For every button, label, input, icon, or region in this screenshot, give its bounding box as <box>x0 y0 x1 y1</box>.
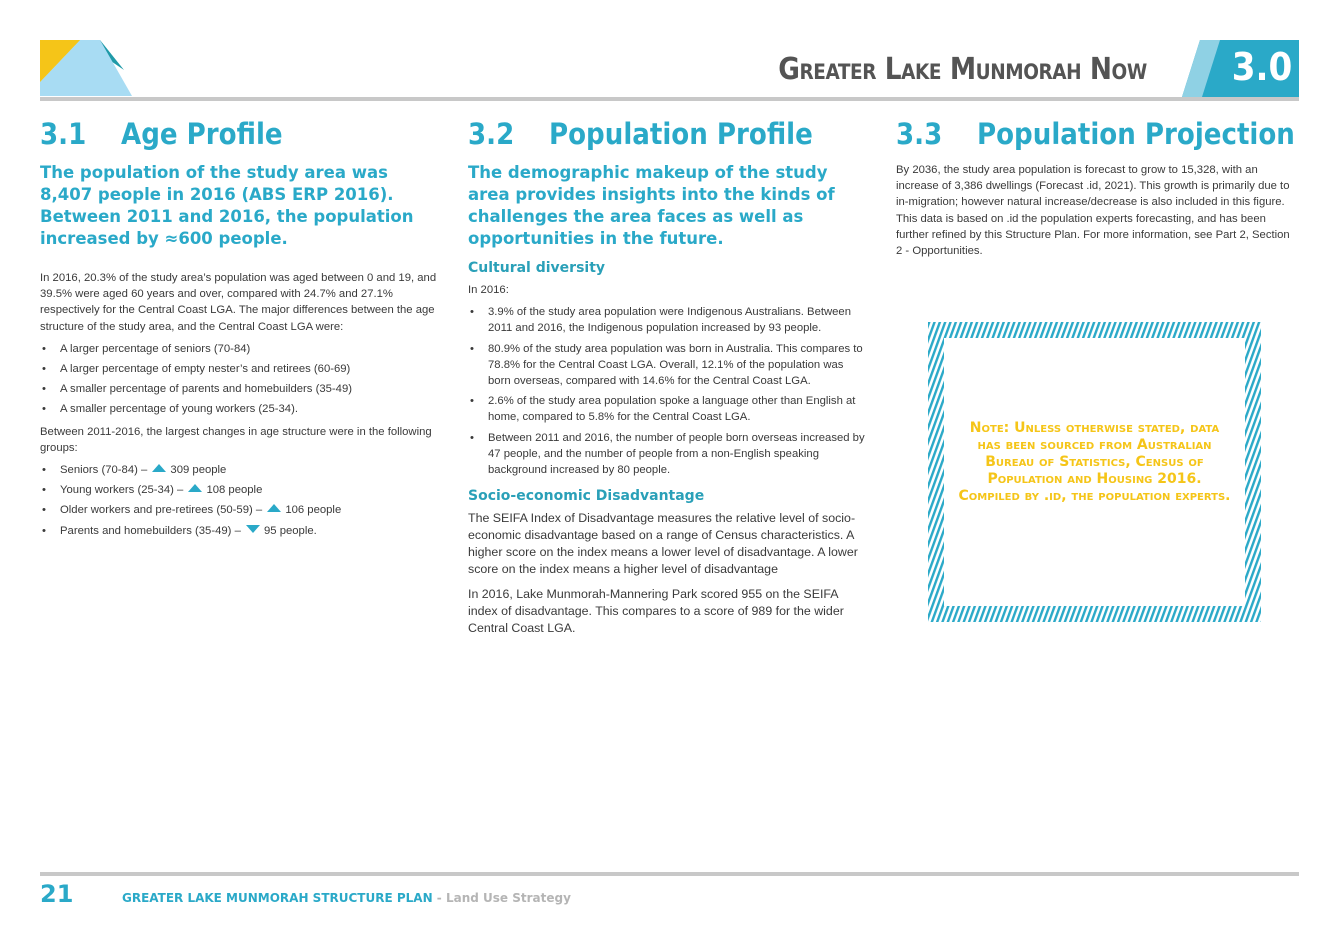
age-differences-list: A larger percentage of seniors (70-84) A… <box>40 341 438 418</box>
list-item: 80.9% of the study area population was b… <box>468 341 868 390</box>
section-number: 3.0 <box>1231 45 1293 89</box>
note-text: Note: Unless otherwise stated, data has … <box>958 420 1231 504</box>
age-changes-paragraph: Between 2011-2016, the largest changes i… <box>40 425 432 454</box>
list-item: Between 2011 and 2016, the number of peo… <box>468 430 868 479</box>
cultural-diversity-heading: Cultural diversity <box>468 260 606 276</box>
age-profile-lead: The population of the study area was 8,4… <box>40 163 414 248</box>
list-item: A smaller percentage of young workers (2… <box>40 401 438 417</box>
list-item: Seniors (70-84) – 309 people <box>40 462 438 478</box>
page-number: 21 <box>40 880 74 908</box>
list-item: Older workers and pre-retirees (50-59) –… <box>40 502 438 518</box>
section-badge <box>1182 40 1299 97</box>
triangle-up-icon <box>188 484 203 493</box>
logo-mark <box>40 40 132 96</box>
list-item: 3.9% of the study area population were I… <box>468 304 868 336</box>
triangle-up-icon <box>152 464 167 473</box>
age-changes-list: Seniors (70-84) – 309 people Young worke… <box>40 462 438 539</box>
seifa-paragraph: The SEIFA Index of Disadvantage measures… <box>468 511 858 577</box>
triangle-up-icon <box>267 504 282 513</box>
population-profile-lead: The demographic makeup of the study area… <box>468 163 835 248</box>
cultural-intro: In 2016: <box>468 284 509 296</box>
list-item: 2.6% of the study area population spoke … <box>468 393 868 425</box>
footer-title: GREATER LAKE MUNMORAH STRUCTURE PLAN - L… <box>122 891 571 905</box>
age-profile-paragraph: In 2016, 20.3% of the study area’s popul… <box>40 272 437 333</box>
header-divider <box>40 97 1299 101</box>
projection-paragraph: By 2036, the study area population is fo… <box>896 164 1290 258</box>
list-item: Parents and homebuilders (35-49) – 95 pe… <box>40 523 438 539</box>
seifa-score-paragraph: In 2016, Lake Munmorah-Mannering Park sc… <box>468 587 844 636</box>
socio-economic-heading: Socio-economic Disadvantage <box>468 488 705 505</box>
triangle-down-icon <box>246 524 260 533</box>
list-item: Young workers (25-34) – 108 people <box>40 482 438 498</box>
header-title: Greater Lake Munmorah Now <box>778 52 1147 87</box>
note-frame <box>928 322 1261 622</box>
footer-divider <box>40 872 1299 876</box>
cultural-diversity-list: 3.9% of the study area population were I… <box>468 304 868 478</box>
list-item: A larger percentage of empty nester’s an… <box>40 361 438 377</box>
list-item: A larger percentage of seniors (70-84) <box>40 341 438 357</box>
list-item: A smaller percentage of parents and home… <box>40 381 438 397</box>
